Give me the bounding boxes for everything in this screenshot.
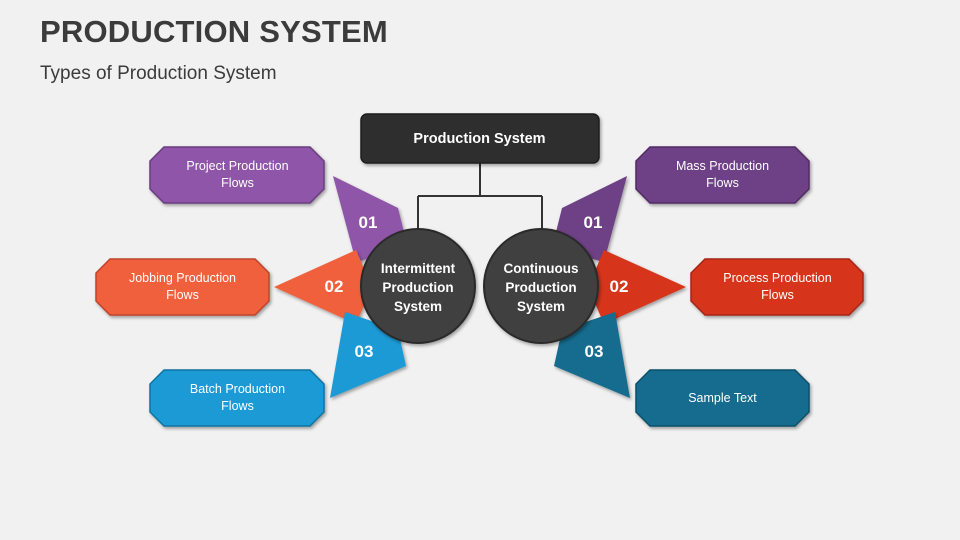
left-num-02: 02 [324,277,344,296]
root-box [360,113,600,164]
page-subtitle: Types of Production System [40,63,277,84]
left-label-02: Jobbing Production Flows [128,271,237,302]
left-box-01 [149,146,325,204]
left-center-label: Intermittent Production System [380,260,456,314]
right-box-03 [635,369,810,427]
page-title: PRODUCTION SYSTEM [40,14,388,49]
right-box-02 [690,258,864,316]
right-num-02: 02 [609,277,629,296]
left-label-03: Batch Production Flows [189,382,286,413]
right-num-01: 01 [583,213,603,232]
right-label-02: Process Production Flows [723,271,832,302]
left-petal-02 [274,250,372,324]
right-label-01: Mass Production Flows [675,159,770,190]
left-center-circle [360,228,476,344]
left-label-01: Project Production Flows [186,159,289,190]
right-box-01 [635,146,810,204]
left-box-02 [95,258,270,316]
right-petal-02 [588,250,686,324]
root-label: Production System [413,131,546,147]
right-num-03: 03 [584,342,604,361]
left-num-01: 01 [358,213,378,232]
right-center-label: Continuous Production System [503,260,579,314]
connector-lines [417,163,543,232]
left-box-03 [149,369,325,427]
left-num-03: 03 [354,342,374,361]
right-label-03: Sample Text [688,390,757,405]
right-center-circle [483,228,599,344]
